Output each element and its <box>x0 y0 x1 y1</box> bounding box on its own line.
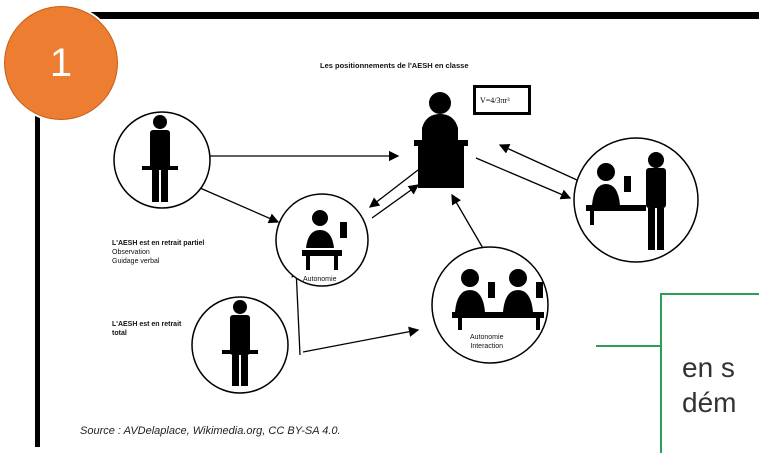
circle-aesh-proche <box>573 137 699 263</box>
board-formula: V=4/3πr³ <box>480 96 510 105</box>
overlay-connector-line <box>596 345 662 347</box>
step-number-badge: 1 <box>2 4 120 122</box>
source-caption: Source : AVDelaplace, Wikimedia.org, CC … <box>80 425 341 437</box>
overlay-text: en s dém <box>682 352 737 418</box>
circle-retrait-partiel <box>113 111 211 209</box>
circle-autonomie-interaction <box>431 246 549 364</box>
label-retrait-partiel: L'AESH est en retrait partiel Observatio… <box>112 240 205 265</box>
arrows <box>199 144 589 356</box>
overlay-green-box <box>660 293 759 453</box>
circle-autonomie <box>275 193 369 287</box>
label-retrait-total: L'AESH est en retrait total <box>112 321 182 337</box>
circle-retrait-total <box>191 296 289 394</box>
label-autonomie-interaction: Autonomie Interaction <box>470 334 504 350</box>
diagram-title: Les positionnements de l'AESH en classe <box>320 61 469 70</box>
teacher-figure <box>414 85 531 188</box>
label-autonomie: Autonomie <box>303 276 337 283</box>
